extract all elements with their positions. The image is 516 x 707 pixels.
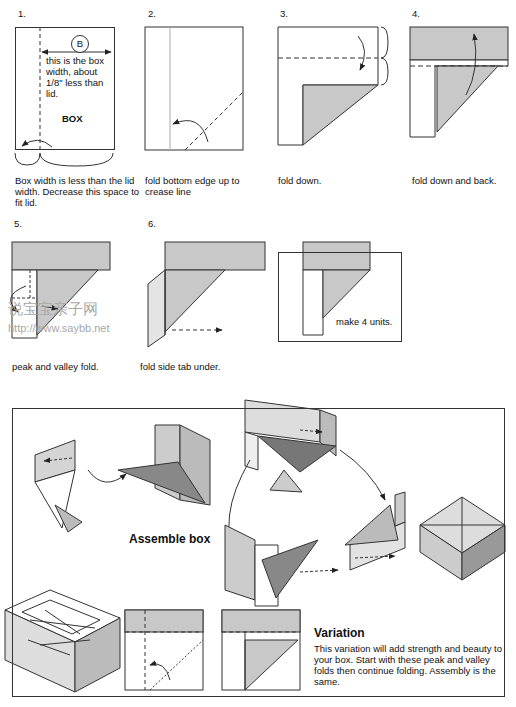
step-caption: Box width is less than the lid width. De…: [15, 176, 140, 209]
watermark: 说宝宝亲子网: [8, 300, 98, 317]
unit-panel: make 4 units.: [278, 252, 402, 342]
step-number: 5.: [14, 219, 22, 230]
note-text: this is the box width, about 1/8" less t…: [46, 56, 112, 100]
step-number: 4.: [412, 9, 420, 20]
box-label: BOX: [62, 114, 83, 125]
watermark: http://www.saybb.net: [8, 322, 110, 335]
step-caption: fold side tab under.: [140, 362, 260, 373]
section-heading: Assemble box: [129, 533, 210, 547]
description-text: This variation will add strength and bea…: [314, 644, 502, 688]
step-caption: fold down and back.: [412, 176, 512, 187]
step-number: 1.: [18, 9, 26, 20]
callout-circle: B: [71, 35, 89, 53]
step-number: 6.: [148, 219, 156, 230]
step-caption: fold bottom edge up to crease line: [145, 176, 240, 198]
step-number: 3.: [280, 9, 288, 20]
callout-letter: B: [77, 39, 83, 50]
step-caption: peak and valley fold.: [12, 362, 132, 373]
section-heading: Variation: [314, 627, 365, 641]
note-text: make 4 units.: [336, 317, 393, 328]
step-caption: fold down.: [278, 176, 378, 187]
step-number: 2.: [148, 9, 156, 20]
assembly-frame: Assemble boxVariationThis variation will…: [12, 408, 505, 697]
paper-sheet: this is the box width, about 1/8" less t…: [15, 27, 115, 150]
